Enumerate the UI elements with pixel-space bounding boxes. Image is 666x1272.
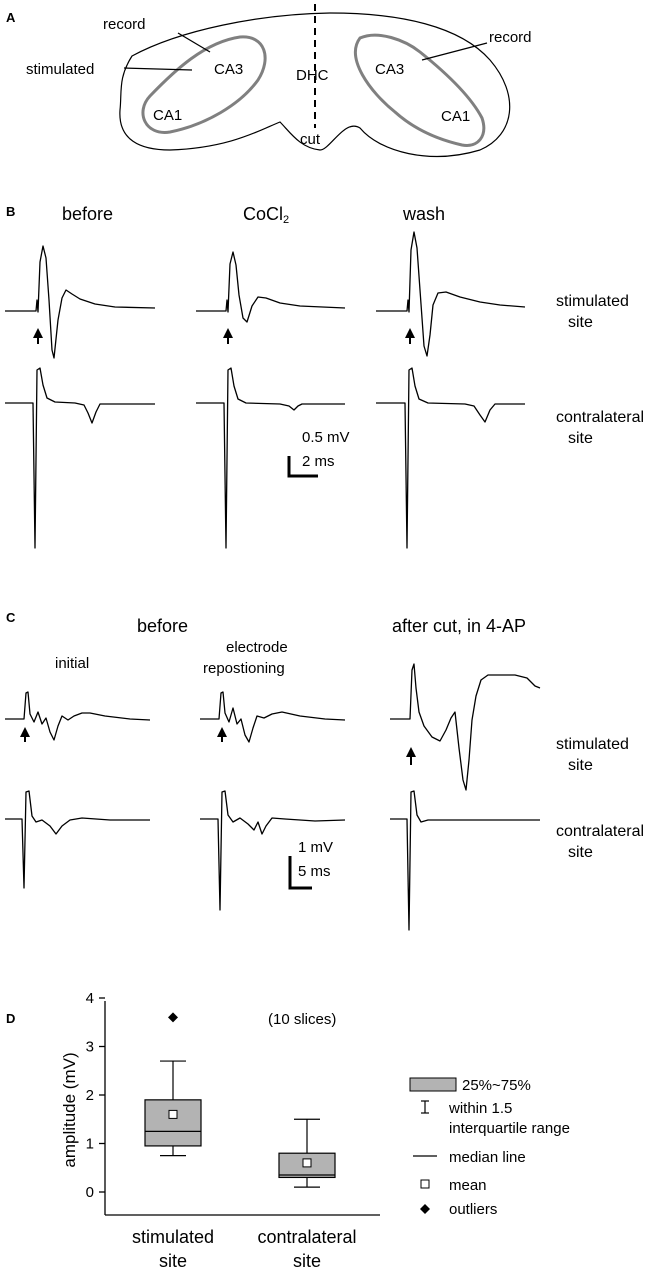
dhc-label: DHC <box>296 67 329 84</box>
record-label-right: record <box>489 29 532 46</box>
trace-b-cocl2-stimulated <box>196 251 346 323</box>
scale-c-voltage: 1 mV <box>298 839 333 856</box>
ca1-label-right: CA1 <box>441 108 470 125</box>
y-tick-label-0: 0 <box>86 1184 94 1201</box>
trace-b-wash-stimulated <box>376 231 526 357</box>
legend-mean-symbol <box>420 1179 430 1189</box>
trace-c-after-stimulated <box>390 663 541 791</box>
stimulated-label: stimulated <box>26 61 94 78</box>
cut-label: cut <box>300 131 321 148</box>
trace-c-after-contralateral <box>390 790 540 931</box>
y-tick-label-2: 2 <box>86 1087 94 1104</box>
y-tick-label-1: 1 <box>86 1136 94 1153</box>
scale-b-time: 2 ms <box>302 453 335 470</box>
condition-before: before <box>62 204 113 224</box>
ca1-label-left: CA1 <box>153 107 182 124</box>
legend-box-label: 25%~75% <box>462 1077 531 1094</box>
trace-c-initial-stimulated <box>5 691 151 741</box>
condition-wash: wash <box>402 204 445 224</box>
ca-outline-right <box>353 33 486 147</box>
y-axis-label: amplitude (mV) <box>60 1052 79 1167</box>
condition-c-initial: initial <box>55 655 89 672</box>
condition-c-before: before <box>137 616 188 636</box>
trace-b-before-contralateral <box>5 367 155 549</box>
trace-c-electrode-stimulated <box>200 691 346 743</box>
panel-c-letter: C <box>6 610 16 625</box>
outlier-stimulated-0 <box>168 1012 178 1023</box>
trace-b-cocl2-contralateral <box>196 367 345 549</box>
ca3-label-right: CA3 <box>375 61 404 78</box>
slice-outline <box>119 12 511 157</box>
record-pointer-right <box>421 42 488 61</box>
record-pointer-left <box>177 32 211 53</box>
scale-bar-c <box>288 856 312 890</box>
y-tick-label-3: 3 <box>86 1039 94 1056</box>
boxplot: 0 1 2 3 4 <box>86 990 380 1216</box>
scale-bar-b <box>287 456 318 478</box>
scale-c-time: 5 ms <box>298 863 331 880</box>
chart-title: (10 slices) <box>268 1011 336 1028</box>
panel-a: A record stimulated record CA3 CA1 CA3 C… <box>6 4 532 157</box>
legend-mean-label: mean <box>449 1177 487 1194</box>
panel-b-letter: B <box>6 204 15 219</box>
panel-d-letter: D <box>6 1011 15 1026</box>
mean-marker-stimulated <box>168 1109 178 1119</box>
box-stimulated <box>144 1099 202 1147</box>
mean-marker-contralateral <box>302 1158 312 1168</box>
scale-b-voltage: 0.5 mV <box>302 429 350 446</box>
panel-a-letter: A <box>6 10 16 25</box>
legend-median-label: median line <box>449 1149 526 1166</box>
trace-b-before-stimulated <box>5 245 156 359</box>
trace-c-electrode-contralateral <box>200 790 346 911</box>
legend-whisker-symbol <box>421 1100 429 1114</box>
trace-c-initial-contralateral <box>5 790 150 889</box>
legend-outlier-label: outliers <box>449 1201 497 1218</box>
legend-box-swatch <box>409 1077 457 1092</box>
condition-cocl2: CoCl2 <box>243 204 289 226</box>
condition-c-after-cut: after cut, in 4-AP <box>392 616 526 636</box>
panel-d: D (10 slices) amplitude (mV) 0 1 2 3 4 stimu… <box>6 990 570 1271</box>
y-tick-label-4: 4 <box>86 990 94 1007</box>
record-label-left: record <box>103 16 146 33</box>
ca-outline-left <box>141 35 267 134</box>
ca3-label-left: CA3 <box>214 61 243 78</box>
legend-outlier-symbol <box>420 1204 430 1214</box>
trace-b-wash-contralateral <box>376 367 525 549</box>
stimulated-pointer <box>123 67 193 71</box>
